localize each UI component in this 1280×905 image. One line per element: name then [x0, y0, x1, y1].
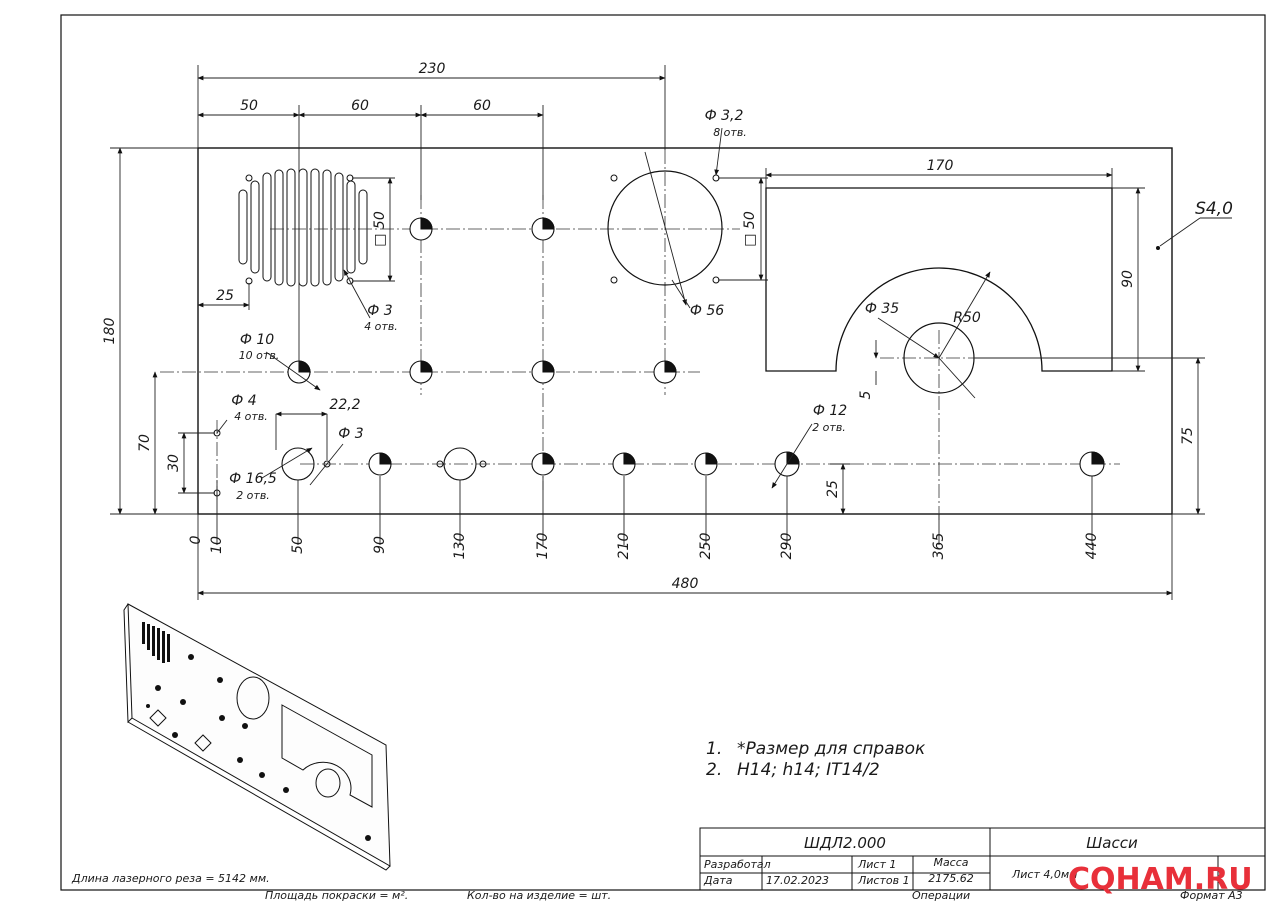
label-4-holes: 4 отв.: [234, 410, 268, 423]
tick-365: 365: [931, 533, 947, 560]
tick-50: 50: [290, 536, 306, 554]
dim-25-bottom: 25: [825, 480, 841, 498]
label-phi-4: Ф 4: [231, 393, 256, 409]
drawing-frame: [60, 14, 1266, 891]
small-holes: [213, 174, 720, 497]
quantity: Кол-во на изделие = шт.: [467, 889, 611, 902]
label-4-holes-vent: 4 отв.: [364, 320, 398, 333]
tick-10: 10: [209, 536, 225, 554]
dim-60-a: 60: [351, 98, 369, 114]
tick-0: 0: [188, 535, 204, 544]
sheets-label: Листов 1: [857, 874, 910, 887]
dim-30: 30: [166, 454, 182, 472]
panel-outline: [197, 147, 1173, 515]
label-10-holes: 10 отв.: [239, 349, 280, 362]
dim-180: 180: [102, 318, 118, 345]
date-value: 17.02.2023: [766, 874, 829, 887]
label-2-holes-b: 2 отв.: [812, 421, 846, 434]
mass-value: 2175.62: [928, 872, 974, 885]
dim-50-square-round: □ 50: [742, 211, 758, 247]
date-label: Дата: [703, 874, 733, 887]
sheet-label: Лист 1: [857, 858, 896, 871]
tick-250: 250: [698, 533, 714, 560]
dimension-lines: [110, 65, 1232, 600]
note-1-number: 1.: [706, 739, 722, 759]
label-phi-3-2: Ф 3,2: [705, 108, 744, 124]
note-2: H14; h14; IT14/2: [737, 760, 880, 780]
isometric-view: [123, 603, 391, 871]
dim-70: 70: [137, 434, 153, 452]
tick-440: 440: [1084, 533, 1100, 560]
hole-35: [903, 322, 975, 394]
baseline-labels: 0 10 50 90 130 170 210 250 290 365 440: [188, 533, 1100, 560]
paint-area: Площадь покраски = м².: [265, 889, 408, 902]
label-phi-56: Ф 56: [690, 303, 724, 319]
label-phi-16-5: Ф 16,5: [229, 471, 277, 487]
drawing-code: ШДЛ2.000: [804, 834, 886, 852]
panel-cutout: [765, 187, 1113, 372]
tick-290: 290: [779, 533, 795, 560]
operations: Операции: [912, 889, 970, 902]
tick-130: 130: [452, 533, 468, 560]
dim-25-left: 25: [216, 288, 234, 304]
label-phi-10: Ф 10: [240, 332, 274, 348]
label-phi-12: Ф 12: [813, 403, 847, 419]
sheet-format: Формат А3: [1180, 889, 1243, 902]
quadrant-holes: [287, 217, 1105, 477]
label-2-holes-a: 2 отв.: [236, 489, 270, 502]
label-8-holes: 8 отв.: [713, 126, 747, 139]
part-name: Шасси: [1086, 834, 1138, 852]
dim-22-2: 22,2: [329, 397, 360, 413]
thickness-s40: S4,0: [1195, 199, 1233, 219]
tick-90: 90: [372, 536, 388, 554]
watermark: CQHAM.RU: [1068, 862, 1253, 897]
dim-5: 5: [858, 390, 874, 399]
dim-60-b: 60: [473, 98, 491, 114]
center-lines: [160, 150, 1120, 520]
dim-90: 90: [1120, 270, 1136, 288]
note-2-number: 2.: [706, 760, 722, 780]
dim-50-square-vent: □ 50: [372, 211, 388, 247]
label-phi-35: Ф 35: [865, 301, 899, 317]
hole-56: [607, 170, 723, 286]
vent-slots: [238, 168, 368, 287]
material: Лист 4,0мм: [1011, 868, 1077, 881]
laser-cut-length: Длина лазерного реза = 5142 мм.: [71, 872, 270, 885]
label-phi-3-vent: Ф 3: [367, 303, 392, 319]
dim-50-top: 50: [240, 98, 258, 114]
title-block: [699, 827, 1266, 891]
developed-label: Разработал: [704, 858, 771, 871]
dim-170: 170: [927, 158, 954, 174]
tick-210: 210: [616, 533, 632, 560]
mass-label: Масса: [933, 856, 968, 869]
tick-170: 170: [535, 533, 551, 560]
note-1: *Размер для справок: [737, 739, 926, 759]
dim-230: 230: [419, 61, 446, 77]
dim-r50: R50: [953, 310, 981, 326]
dim-75: 75: [1180, 427, 1196, 445]
label-phi-3: Ф 3: [338, 426, 363, 442]
dim-480: 480: [672, 576, 699, 592]
